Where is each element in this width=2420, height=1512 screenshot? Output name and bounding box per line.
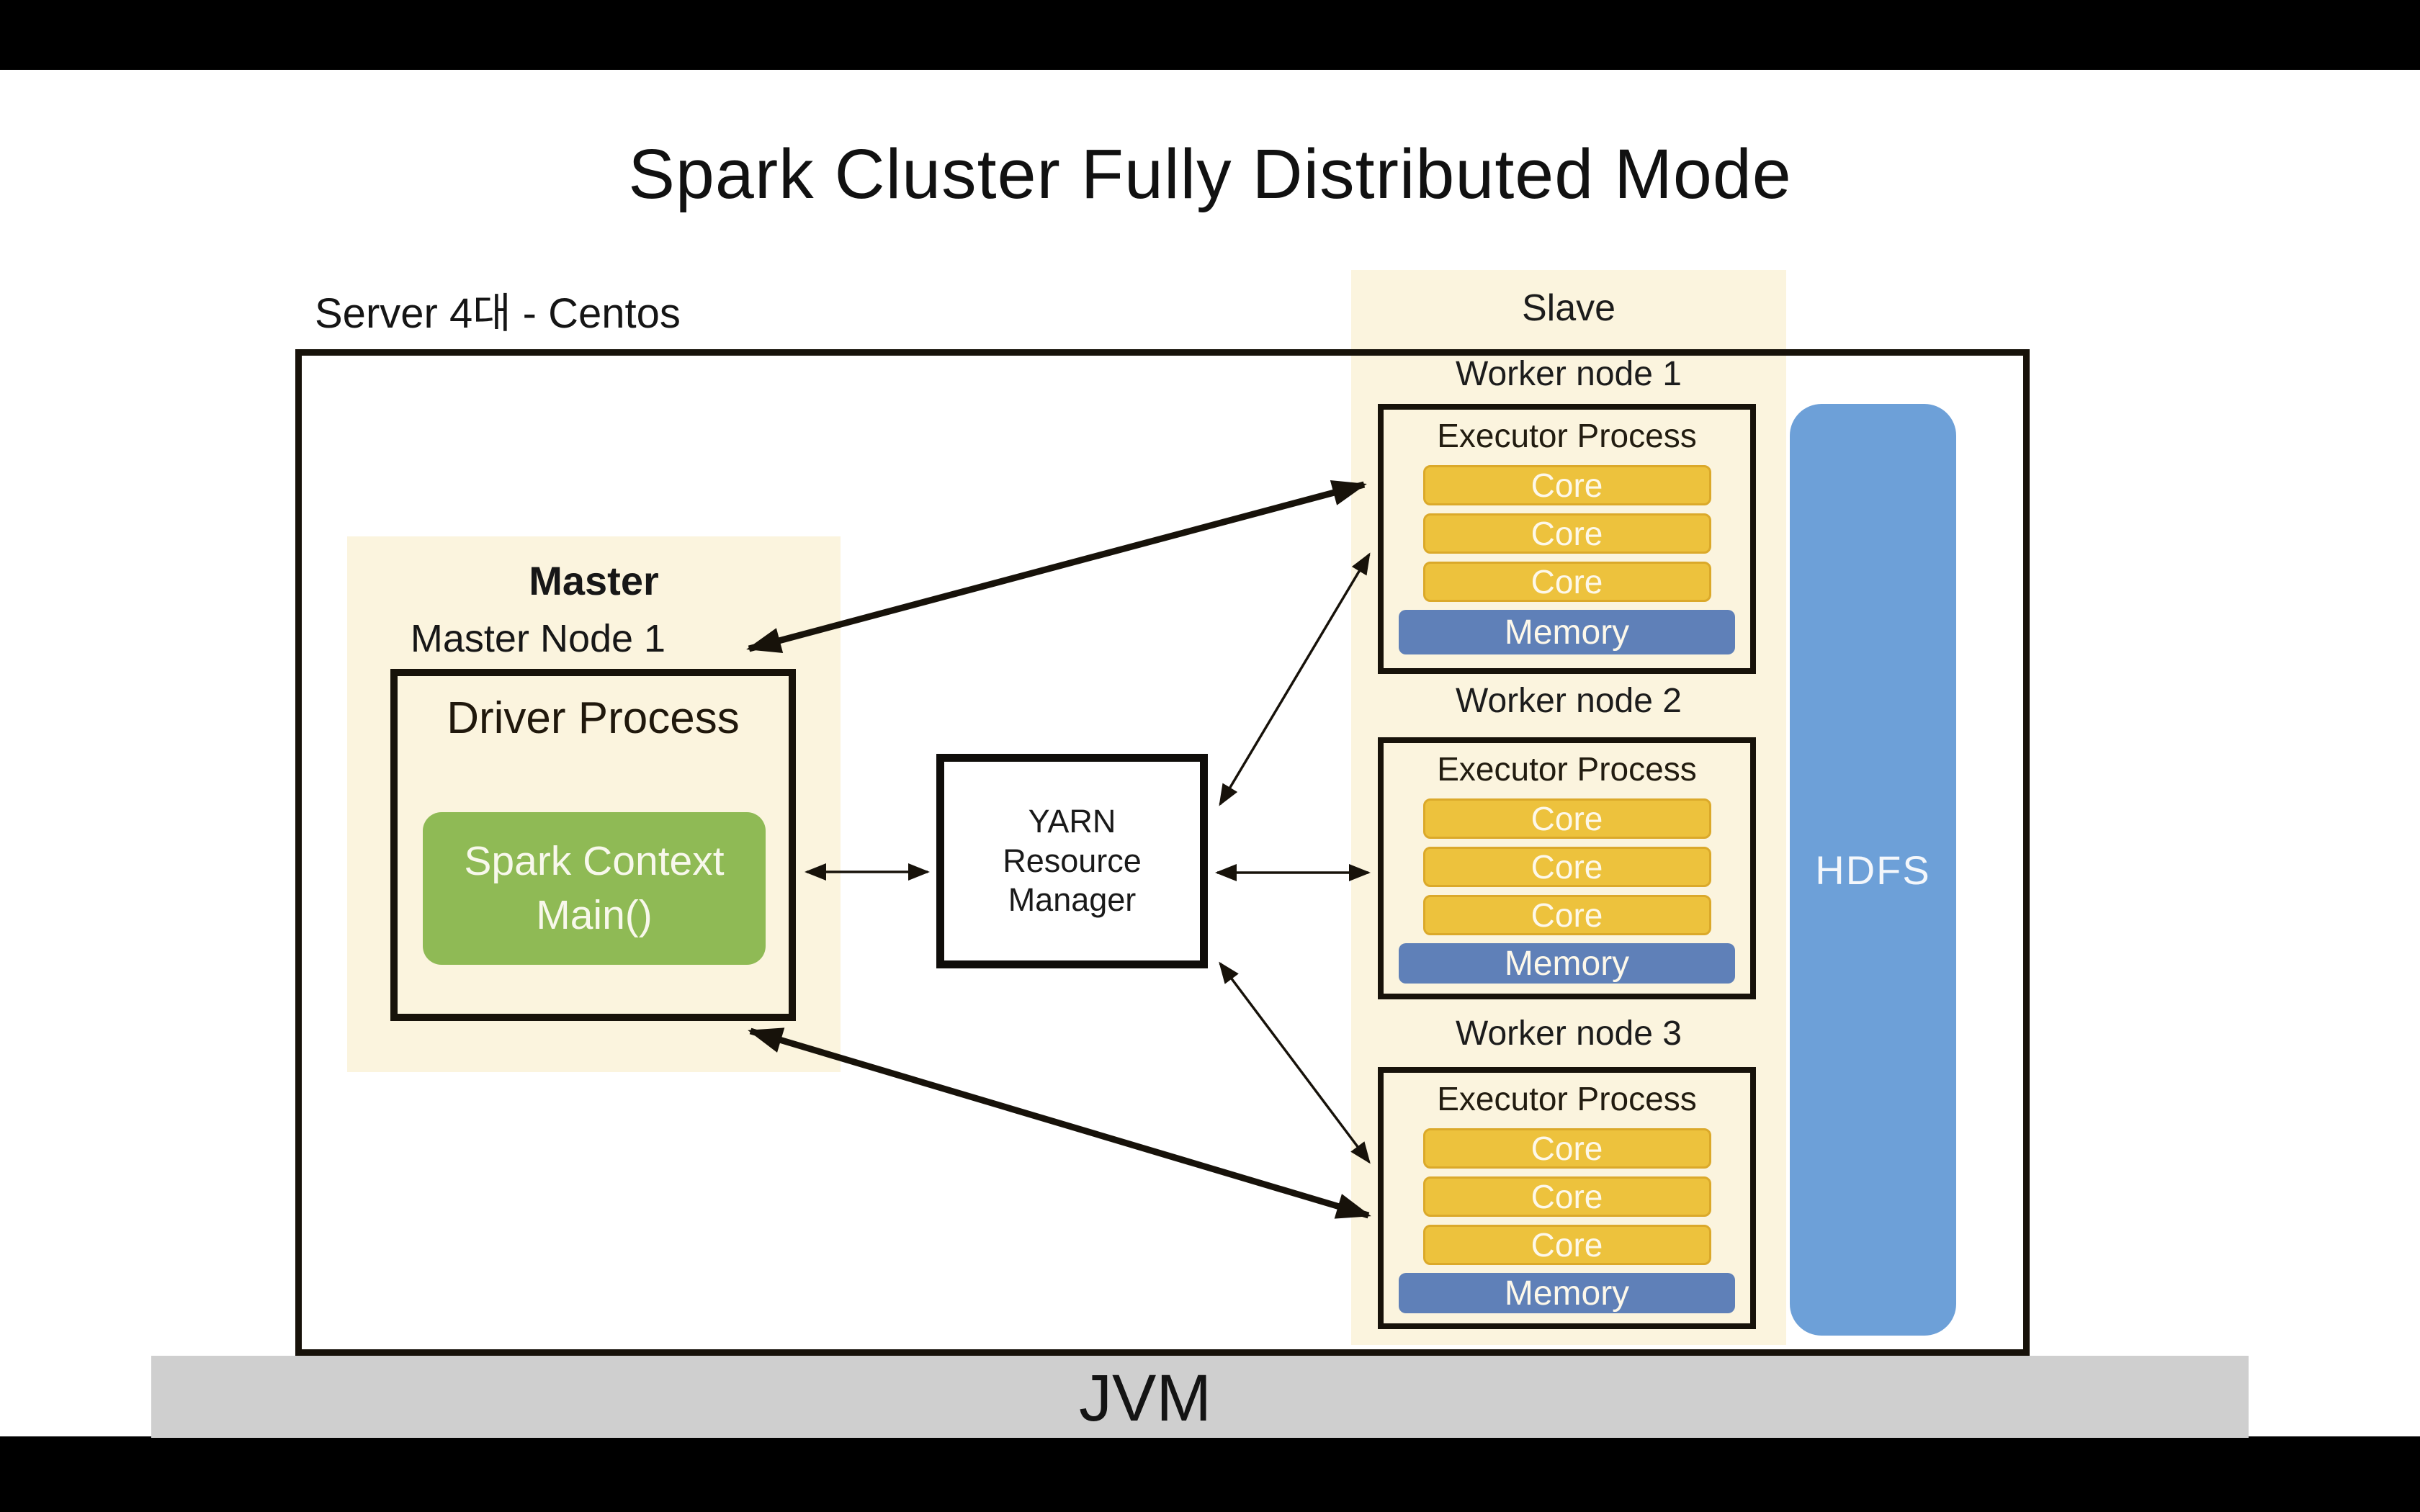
driver-process-box [390,669,796,1021]
slave-section-label: Slave [1521,287,1616,329]
executor-process-label: Executor Process [1437,417,1697,454]
executor-process-label: Executor Process [1437,750,1697,788]
yarn-label-line: YARN [1028,802,1116,840]
yarn-label-line: Resource [1003,842,1142,879]
yarn-resource-manager-box: YARN Resource Manager [936,754,1208,968]
core-chip: Core [1422,847,1711,887]
spark-context-line: Main() [536,892,653,938]
page-title: Spark Cluster Fully Distributed Mode [628,135,1792,213]
master-section-label: Master [529,558,659,603]
letterbox-top [0,0,2420,70]
server-count-label: Server 4대 - Centos [315,290,681,337]
memory-chip: Memory [1399,943,1735,984]
hdfs-label: HDFS [1815,847,1931,893]
core-chip: Core [1422,1225,1711,1265]
worker-node-2-label: Worker node 2 [1456,682,1682,720]
spark-context-line: Spark Context [464,837,725,884]
worker-node-1-label: Worker node 1 [1456,355,1682,393]
yarn-label-line: Manager [1008,881,1137,919]
spark-context-box: Spark Context Main() [423,812,766,965]
core-chip: Core [1422,1128,1711,1169]
worker-node-1-executor-box: Executor Process Core Core Core Memory [1378,404,1756,674]
core-chip: Core [1422,895,1711,935]
letterbox-bottom [0,1436,2420,1512]
jvm-bar [151,1356,2249,1438]
core-chip: Core [1422,465,1711,505]
server-boundary-box [295,349,2030,1356]
core-chip: Core [1422,798,1711,839]
worker-node-2-executor-box: Executor Process Core Core Core Memory [1378,737,1756,999]
driver-process-label: Driver Process [447,693,740,743]
hdfs-bar: HDFS [1790,404,1956,1336]
worker-node-3-executor-box: Executor Process Core Core Core Memory [1378,1067,1756,1329]
memory-chip: Memory [1399,1273,1735,1313]
executor-process-label: Executor Process [1437,1080,1697,1117]
worker-node-3-label: Worker node 3 [1456,1014,1682,1053]
master-node-label: Master Node 1 [410,617,666,660]
jvm-label: JVM [1079,1362,1211,1435]
core-chip: Core [1422,513,1711,554]
core-chip: Core [1422,562,1711,602]
memory-chip: Memory [1399,610,1735,654]
core-chip: Core [1422,1176,1711,1217]
